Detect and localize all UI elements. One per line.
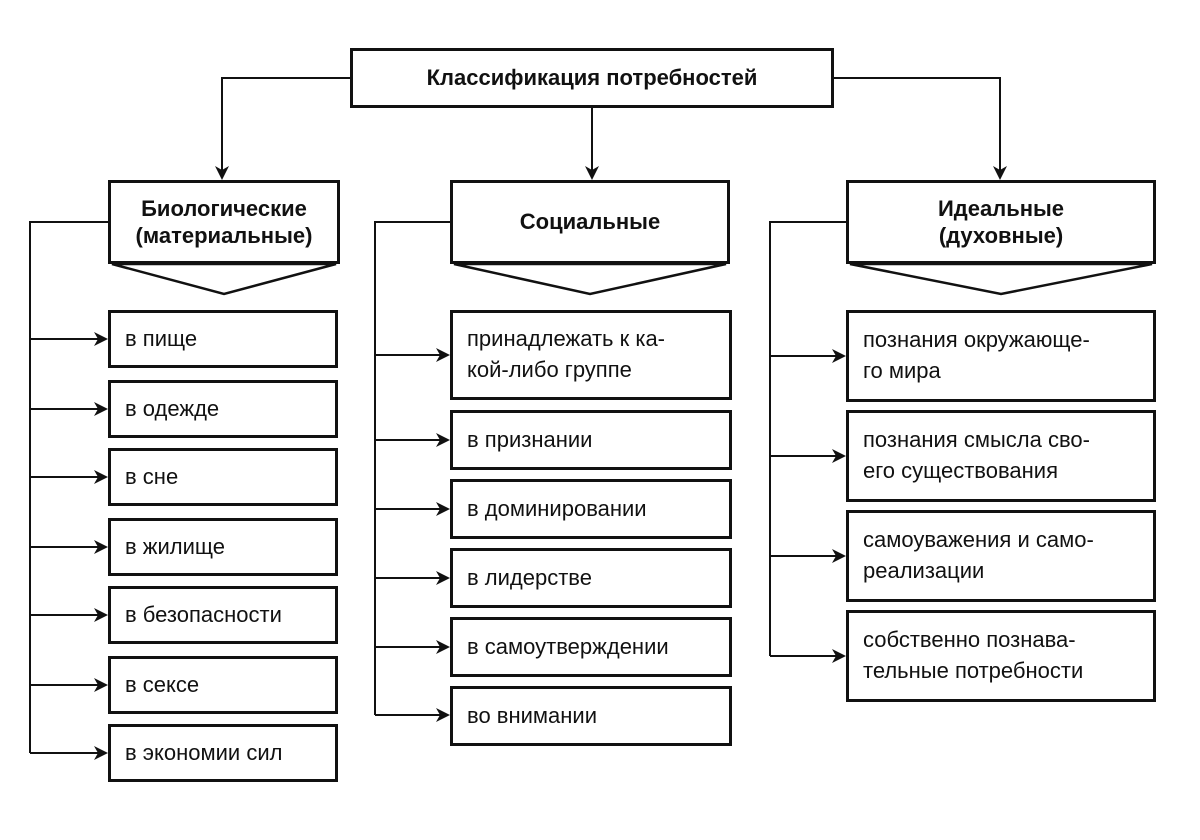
bio-item-7: в экономии сил: [108, 724, 338, 782]
category-social-box: Социальные: [450, 180, 730, 264]
biological-trunk: [29, 221, 108, 753]
bio-item-4: в жилище: [108, 518, 338, 576]
social-item-5: в самоутверждении: [450, 617, 732, 677]
social-item-2: в признании: [450, 410, 732, 470]
category-biological-label: Биологические (материальные): [135, 195, 313, 249]
social-item-6: во внимании: [450, 686, 732, 746]
ideal-item-2: познания смысла сво- его существования: [846, 410, 1156, 502]
category-ideal-label: Идеальные (духовные): [937, 195, 1065, 249]
social-trunk: [374, 221, 450, 715]
ideal-item-1: познания окружающе- го мира: [846, 310, 1156, 402]
root-to-biological-arrow: [215, 77, 350, 180]
category-social-label: Социальные: [519, 209, 661, 235]
bio-item-2: в одежде: [108, 380, 338, 438]
ideal-item-4: собственно познава- тельные потребности: [846, 610, 1156, 702]
social-item-3: в доминировании: [450, 479, 732, 539]
social-item-4: в лидерстве: [450, 548, 732, 608]
social-item-1: принадлежать к ка- кой-либо группе: [450, 310, 732, 400]
biological-funnel: [111, 262, 337, 296]
ideal-funnel: [849, 262, 1153, 296]
category-ideal-box: Идеальные (духовные): [846, 180, 1156, 264]
bio-item-1: в пище: [108, 310, 338, 368]
social-funnel: [453, 262, 727, 296]
ideal-trunk: [769, 221, 846, 656]
category-biological-box: Биологические (материальные): [108, 180, 340, 264]
root-to-ideal-arrow: [834, 77, 1007, 180]
bio-item-6: в сексе: [108, 656, 338, 714]
bio-item-3: в сне: [108, 448, 338, 506]
ideal-item-3: самоуважения и само- реализации: [846, 510, 1156, 602]
bio-item-5: в безопасности: [108, 586, 338, 644]
root-label: Классификация потребностей: [426, 65, 758, 90]
root-box: Классификация потребностей: [350, 48, 834, 108]
